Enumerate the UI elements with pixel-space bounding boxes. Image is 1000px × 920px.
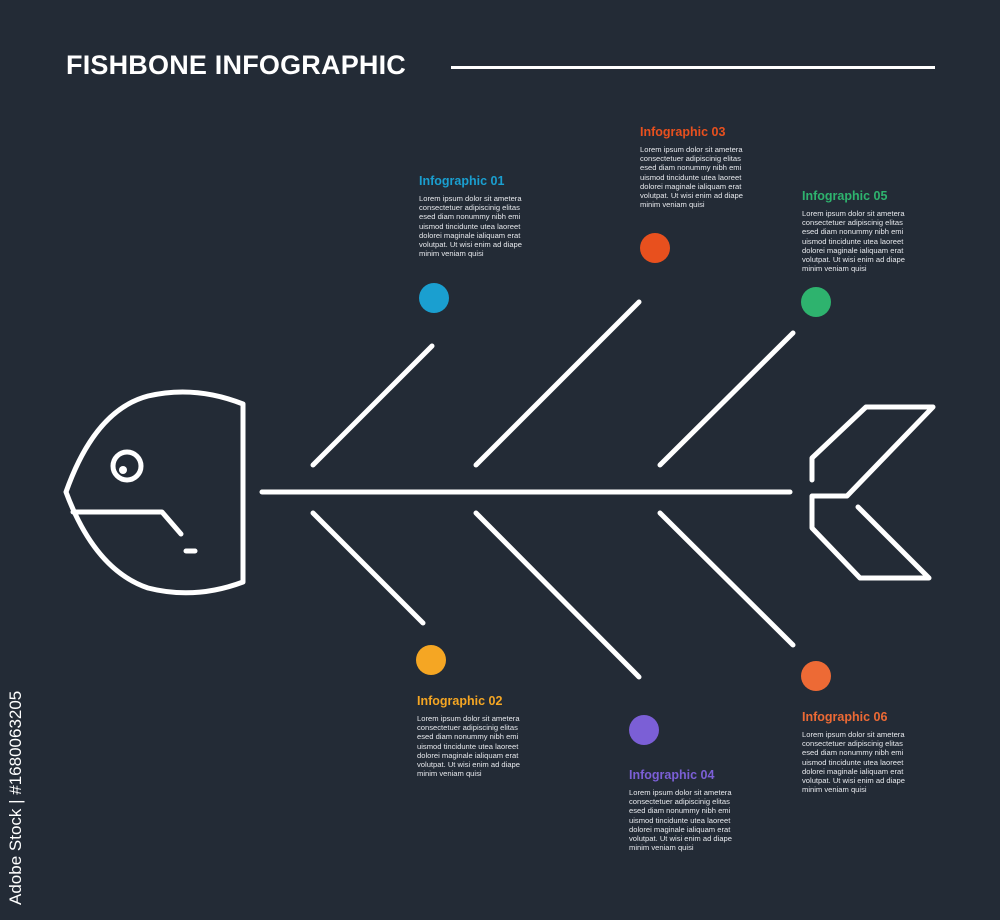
- page-title: FISHBONE INFOGRAPHIC: [66, 50, 407, 80]
- infographic-04-text: Lorem ipsum dolor sit ametera consectetu…: [629, 788, 732, 853]
- lower-bone-3: [657, 510, 796, 648]
- infographic-03-block: Infographic 03 Lorem ipsum dolor sit ame…: [640, 125, 760, 209]
- infographic-01-text: Lorem ipsum dolor sit ametera consectetu…: [419, 194, 522, 259]
- infographic-01-block: Infographic 01 Lorem ipsum dolor sit ame…: [419, 174, 539, 258]
- dot-infographic-04: [629, 715, 659, 745]
- stock-watermark: Adobe Stock | #1680063205: [6, 690, 25, 905]
- lower-bone-2: [473, 510, 642, 680]
- fish-mouth: [70, 509, 184, 537]
- upper-bone-3: [657, 330, 796, 468]
- infographic-06-block: Infographic 06 Lorem ipsum dolor sit ame…: [802, 710, 922, 794]
- infographic-05-text: Lorem ipsum dolor sit ametera consectetu…: [802, 209, 905, 274]
- infographic-02-block: Infographic 02 Lorem ipsum dolor sit ame…: [417, 694, 537, 778]
- title-rule: [451, 66, 935, 69]
- infographic-06-title: Infographic 06: [802, 710, 888, 724]
- infographic-05-title: Infographic 05: [802, 189, 888, 203]
- infographic-04-title: Infographic 04: [629, 768, 715, 782]
- upper-bone-2: [473, 299, 642, 468]
- fish-pupil: [119, 466, 127, 474]
- infographic-04-block: Infographic 04 Lorem ipsum dolor sit ame…: [629, 768, 749, 852]
- fish-eye: [110, 449, 144, 483]
- infographic-02-text: Lorem ipsum dolor sit ametera consectetu…: [417, 714, 520, 779]
- infographic-01-title: Infographic 01: [419, 174, 505, 188]
- infographic-06-text: Lorem ipsum dolor sit ametera consectetu…: [802, 730, 905, 795]
- infographic-05-block: Infographic 05 Lorem ipsum dolor sit ame…: [802, 189, 922, 273]
- dot-infographic-01: [419, 283, 449, 313]
- lower-bone-1: [310, 510, 426, 626]
- infographic-03-title: Infographic 03: [640, 125, 726, 139]
- dot-infographic-03: [640, 233, 670, 263]
- upper-bone-1: [310, 343, 435, 468]
- infographic-03-text: Lorem ipsum dolor sit ametera consectetu…: [640, 145, 743, 210]
- fish-tail: [809, 404, 936, 581]
- fish-head: [63, 389, 246, 596]
- dot-infographic-05: [801, 287, 831, 317]
- dot-infographic-02: [416, 645, 446, 675]
- dot-infographic-06: [801, 661, 831, 691]
- infographic-02-title: Infographic 02: [417, 694, 503, 708]
